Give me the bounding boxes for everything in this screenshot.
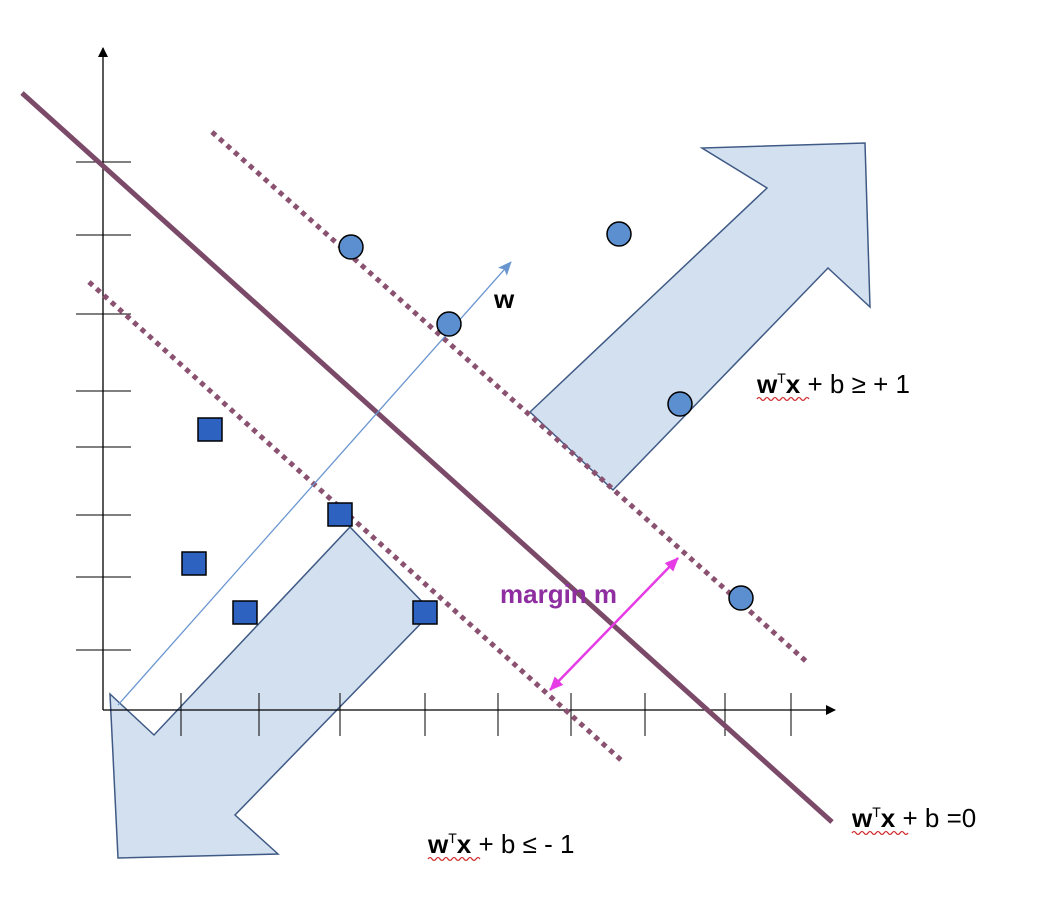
negative-point [181,551,207,576]
svg-text:wTx + b =0: wTx + b =0 [851,803,976,833]
svg-text:wTx + b ≤ - 1: wTx + b ≤ - 1 [427,829,574,859]
positive-margin-line [210,130,810,665]
positive-point [728,585,754,611]
positive-point [436,311,462,337]
x-axis [103,693,836,736]
hyperplane-equation: wTx + b =0 [851,803,976,836]
negative-region-arrow [109,525,434,859]
positive-point [667,391,693,417]
positive-class-equation: wTx + b ≥ + 1 [756,369,910,402]
positive-point [338,234,364,260]
positive-point [606,221,632,247]
positive-region-arrow [528,142,871,492]
margin-label: margin m [500,579,617,609]
positive-points [338,221,754,611]
w-vector-label: w [493,284,515,314]
negative-point [327,502,353,527]
negative-point [412,600,438,625]
negative-points [181,417,438,625]
negative-point [232,600,258,625]
negative-class-equation: wTx + b ≤ - 1 [427,829,574,862]
margin-double-arrow [549,557,679,691]
svg-text:wTx + b ≥ + 1: wTx + b ≥ + 1 [756,369,910,399]
y-axis [76,47,131,710]
negative-point [197,417,223,442]
decision-hyperplane [20,91,834,824]
